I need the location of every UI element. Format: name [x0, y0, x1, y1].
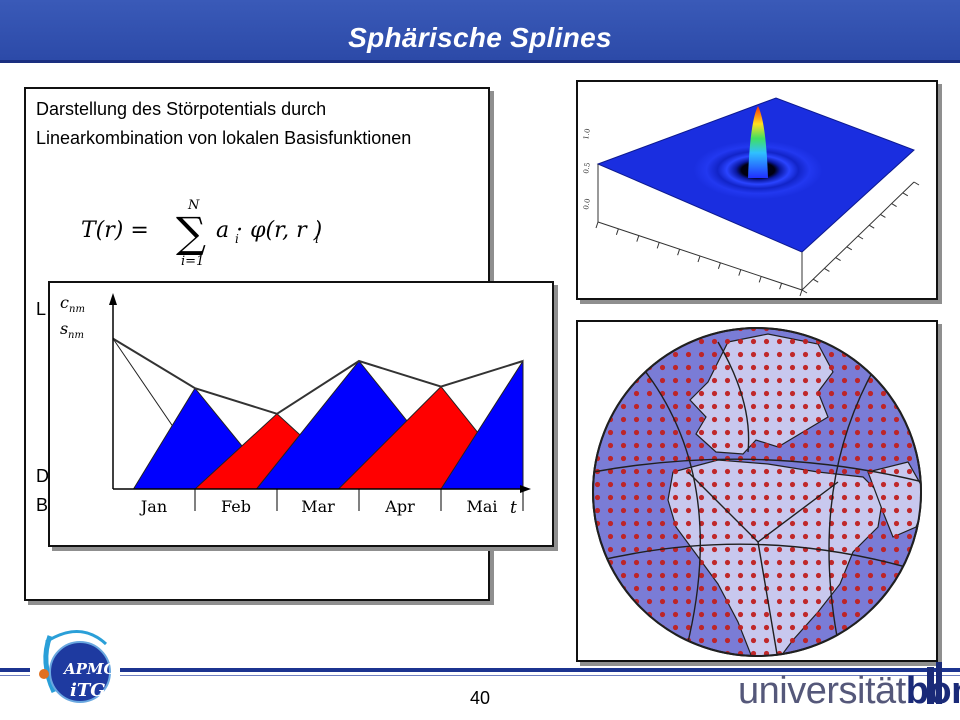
- spherical-triangulation: [593, 341, 921, 656]
- slide-title: Sphärische Splines: [348, 22, 612, 53]
- surface-axis-tick: [846, 246, 853, 251]
- surface-axis-tick: [615, 228, 619, 235]
- surface-peak: [748, 106, 768, 178]
- z-tick-0: 0.0: [582, 198, 592, 210]
- surface-axis-tick: [880, 213, 886, 218]
- surface-axis-tick: [902, 192, 909, 197]
- x-tick-label: Mai: [466, 497, 497, 516]
- z-tick-2: 1.0: [582, 128, 592, 140]
- chart-axes: [109, 293, 531, 493]
- x-tick-label: Jan: [139, 497, 167, 516]
- university-text-light: universität: [738, 670, 906, 712]
- formula-rhs: a · φ(r, r ): [216, 218, 322, 243]
- paragraph-truncated-d: D: [36, 466, 49, 486]
- surface-plot-panel: 0.0 0.5 1.0: [576, 80, 938, 300]
- x-tick-label: Apr: [384, 497, 415, 516]
- surface-axis-tick: [758, 276, 762, 283]
- x-tick-label: Feb: [221, 497, 251, 516]
- surface-axis-tick: [779, 283, 783, 290]
- x-tick-label: Mar: [301, 497, 335, 516]
- formula-sum-upper: N: [187, 198, 200, 213]
- spline-nodes: [593, 328, 921, 656]
- formula-sum-lower: i=1: [181, 254, 204, 269]
- ylabel-s-sub: nm: [68, 330, 84, 341]
- surface-axis-tick: [868, 224, 875, 229]
- globe-panel: [576, 320, 938, 662]
- surface-axis-tick: [824, 267, 830, 272]
- spline-chart: Jan Feb Mar Apr Mai c nm s nm t: [60, 293, 531, 518]
- surface-axis-tick: [835, 257, 841, 262]
- surface-axis-tick: [891, 203, 897, 208]
- xlabel-t: t: [510, 498, 517, 518]
- surface-axis-tick: [656, 242, 660, 249]
- ylabel-c-sub: nm: [69, 304, 85, 315]
- spline-envelope-line: [112, 337, 524, 415]
- footer-line: [0, 668, 960, 672]
- surface-plot: 0.0 0.5 1.0: [582, 97, 920, 297]
- formula-sum-sign: ∑: [176, 208, 206, 257]
- university-logo-bar: [927, 667, 934, 704]
- ylabel-s: s: [60, 319, 68, 338]
- surface-axis-tick: [697, 255, 701, 263]
- surface-axis-tick: [738, 269, 742, 276]
- logo-apmg-text: APMG: [62, 660, 117, 678]
- title-bar: [0, 0, 960, 63]
- paragraph-basis-functions: Darstellung des Störpotentials durch Lin…: [36, 99, 412, 148]
- university-logo-bar: [936, 662, 942, 704]
- formula-spline-sum: T(r) = ∑ N i=1 a · φ(r, r ) i i: [81, 198, 322, 269]
- surface-axis-tick: [717, 262, 721, 269]
- surface-axis-tick: [857, 235, 864, 240]
- surface-axis-tick: [913, 181, 920, 186]
- paragraph-truncated-l: L: [36, 299, 47, 319]
- ylabel-c: c: [60, 293, 69, 312]
- formula-lhs: T(r) =: [81, 218, 149, 243]
- spline-chart-panel: Jan Feb Mar Apr Mai c nm s nm t: [48, 281, 554, 547]
- surface-axis-tick: [801, 289, 808, 294]
- surface-axis-tick: [595, 221, 599, 229]
- surface-axis-tick: [812, 278, 819, 283]
- formula-subscript-a: i: [235, 232, 239, 246]
- apmg-itg-logo: APMG iTG: [30, 622, 120, 714]
- footer-line-thin: [0, 675, 960, 676]
- page-number: 40: [469, 688, 491, 708]
- formula-subscript-r: i: [315, 232, 319, 246]
- z-tick-1: 0.5: [582, 162, 592, 174]
- globe-spline-grid: [592, 327, 922, 657]
- surface-axis-tick: [799, 289, 803, 297]
- surface-axis-tick: [636, 235, 640, 242]
- logo-itg-text: iTG: [70, 680, 106, 701]
- surface-axis-tick: [677, 249, 681, 256]
- paragraph-truncated-b: B: [36, 495, 49, 515]
